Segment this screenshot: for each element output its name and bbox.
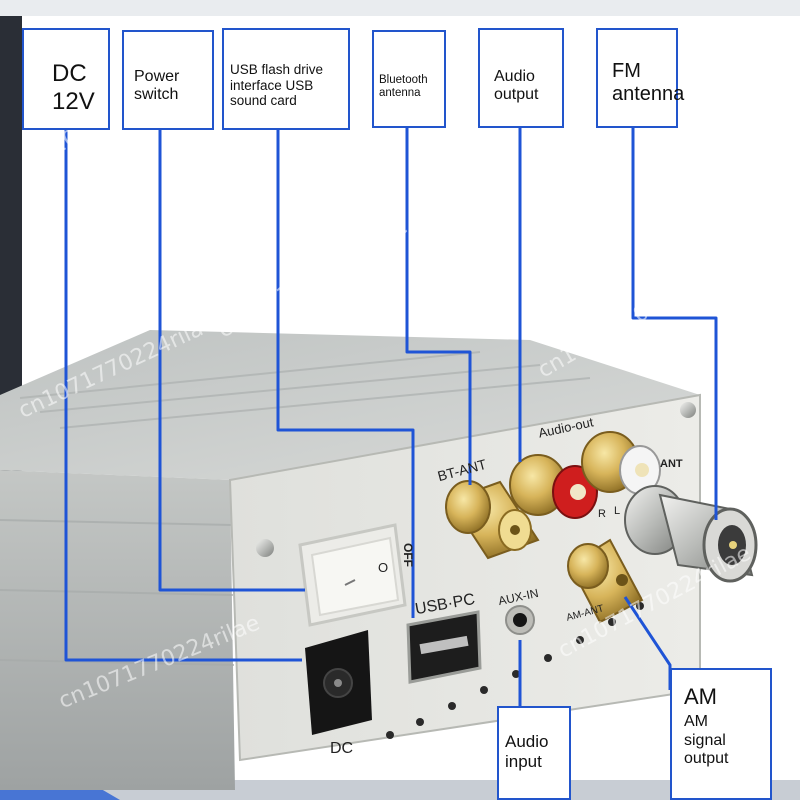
housing-side [0, 470, 235, 790]
l-channel-label: L [614, 505, 621, 517]
callout-usb-flash-drive-text: USB flash drive interface USB sound card [230, 62, 324, 109]
callout-bluetooth-antenna: Bluetooth antenna [372, 30, 446, 128]
aux-in-jack[interactable] [505, 605, 535, 635]
callout-bluetooth-antenna-text: Bluetooth antenna [379, 74, 428, 100]
bluetooth-antenna-connector[interactable] [445, 480, 540, 560]
fm-antenna-bnc-connector[interactable] [624, 485, 758, 583]
callout-fm-antenna: FM antenna [596, 28, 685, 128]
am-antenna-connector[interactable] [567, 538, 644, 624]
callout-power-switch-text: Power switch [134, 68, 180, 104]
switch-on-mark: O [378, 560, 389, 575]
indicator-holes [386, 602, 644, 739]
callout-dc-12v: DC 12V [22, 28, 110, 130]
callout-usb-flash-drive: USB flash drive interface USB sound card [222, 28, 350, 130]
screw-icon [256, 539, 274, 557]
callout-audio-output: Audio output [478, 28, 564, 128]
callout-fm-antenna-text: FM antenna [612, 60, 685, 105]
power-switch[interactable] [298, 523, 407, 627]
callout-power-switch: Power switch [122, 30, 214, 130]
callout-audio-output-text: Audio output [494, 68, 539, 104]
screw-icon [680, 402, 696, 418]
switch-off-label: OFF [401, 543, 415, 567]
dc-label: DC [330, 740, 354, 757]
annotation-lines [64, 128, 718, 708]
callout-audio-input: Audio input [497, 706, 571, 800]
callout-audio-input-text: Audio input [505, 732, 549, 771]
callout-am-heading: AM [684, 684, 717, 709]
ant-label: ANT [660, 458, 683, 470]
r-channel-label: R [598, 508, 606, 520]
housing-top [0, 330, 700, 480]
dc-power-jack[interactable] [305, 630, 372, 735]
callout-am-signal-output: AM AM signal output [670, 668, 772, 800]
usb-port[interactable] [406, 610, 482, 684]
callout-dc-12v-text: DC 12V [52, 60, 95, 115]
callout-am-signal-output-text: AM signal output [684, 713, 729, 768]
